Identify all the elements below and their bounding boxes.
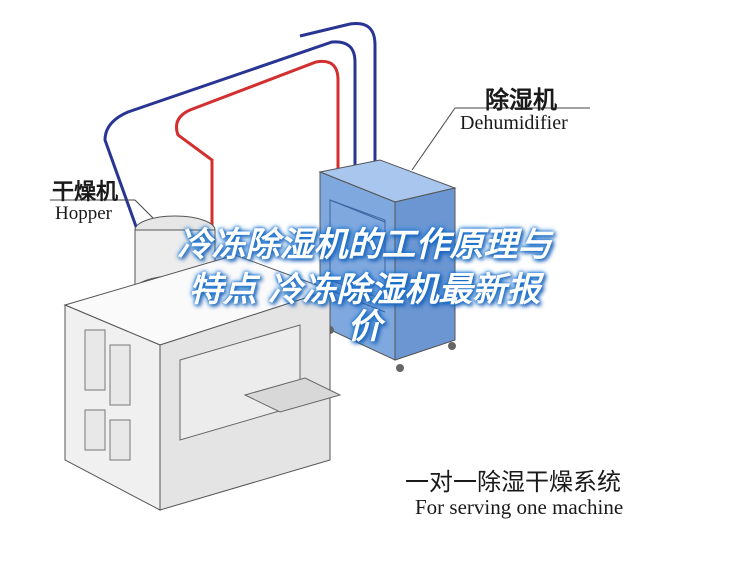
overlay-title-line1: 冷冻除湿机的工作原理与 [177, 225, 552, 265]
system-label-en: For serving one machine [415, 495, 624, 519]
return-pipe [103, 40, 357, 233]
dehumidifier-unit [318, 159, 457, 372]
system-label-cn: 一对一除湿干燥系统 [405, 468, 621, 496]
dehumidifier-label-en: Dehumidifier [460, 112, 568, 134]
dehumidifier-pointer [411, 107, 456, 171]
injection-machine [63, 254, 342, 511]
hopper-label-cn: 干燥机 [52, 180, 119, 205]
hopper-label-en: Hopper [55, 203, 112, 224]
dehumidifier-label-cn: 除湿机 [485, 86, 557, 114]
return-pipe-outer [299, 21, 377, 175]
overlay-title-line2: 特点 冷冻除湿机最新报 [188, 270, 541, 310]
supply-pipe [175, 59, 340, 228]
overlay-title-line3: 价 [347, 307, 382, 347]
